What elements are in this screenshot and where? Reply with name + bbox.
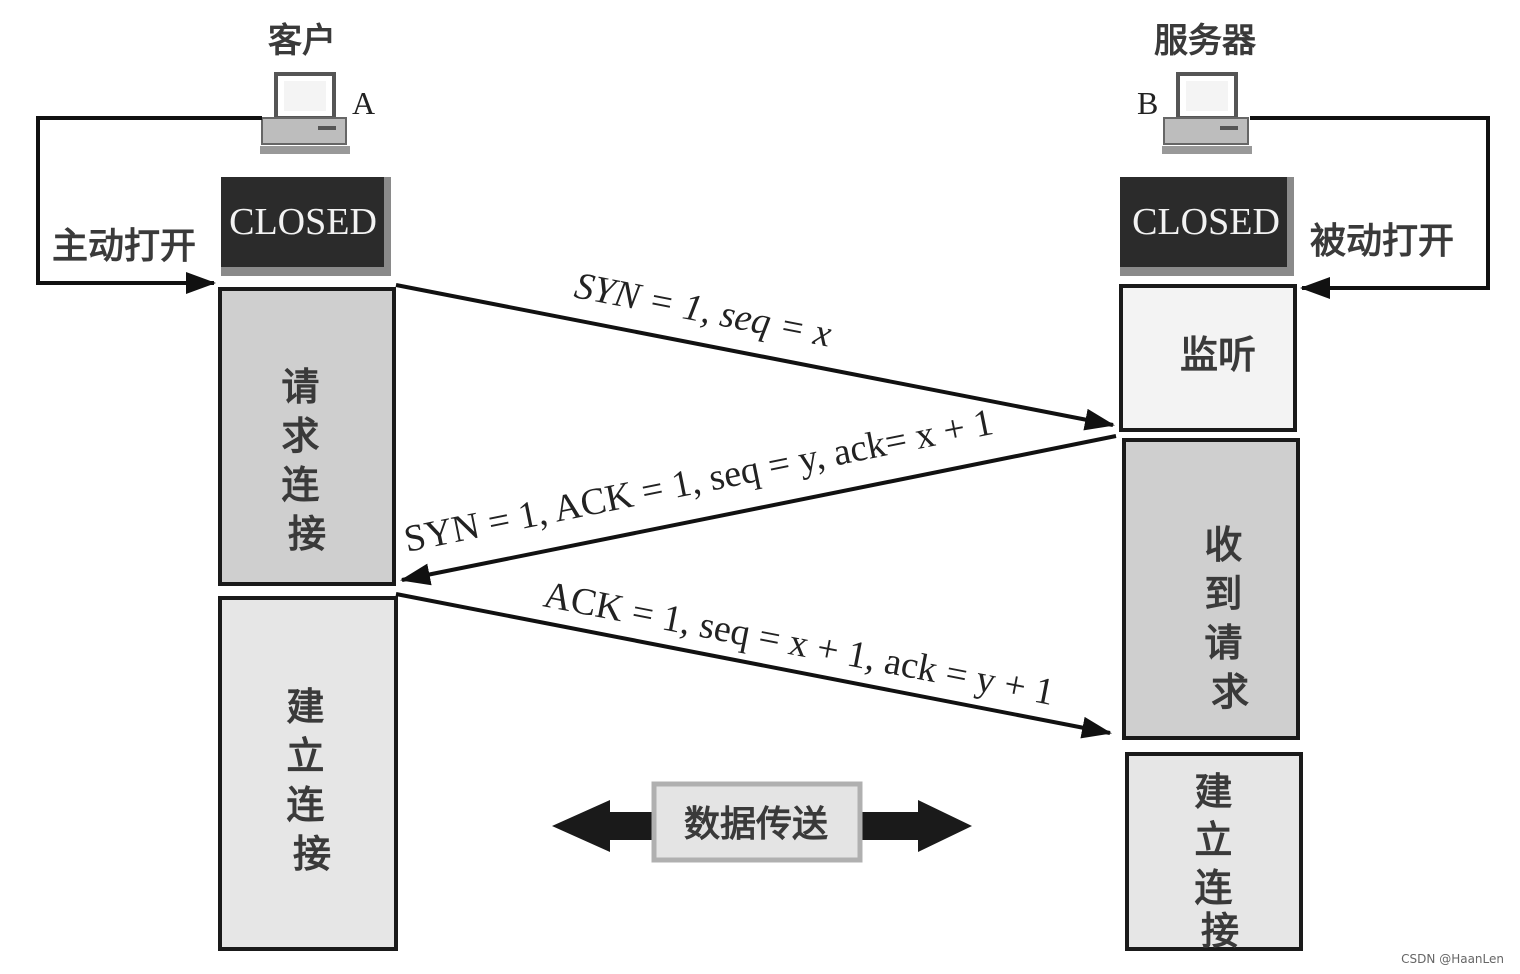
server-received-char: 收 bbox=[1204, 523, 1242, 567]
server-title: 服务器 bbox=[1154, 21, 1257, 61]
data-transfer-arrow: 数据传送 bbox=[552, 781, 972, 863]
client-request-char: 连 bbox=[281, 463, 319, 507]
client-request-box: 请 求 连 接 bbox=[218, 287, 396, 586]
server-received-char: 请 bbox=[1204, 621, 1242, 665]
client-action-label: 主动打开 bbox=[52, 226, 196, 267]
client-request-label: 请 求 连 接 bbox=[281, 365, 332, 556]
server-state-label: CLOSED bbox=[1132, 201, 1280, 243]
client-letter: A bbox=[352, 85, 375, 121]
syn-message-label: SYN = 1, seq = x bbox=[571, 265, 835, 356]
ack-arrow bbox=[395, 592, 1112, 739]
data-transfer-label: 数据传送 bbox=[684, 804, 828, 845]
client-state-label: CLOSED bbox=[229, 201, 377, 243]
server-established-char: 立 bbox=[1194, 818, 1232, 862]
synack-message-label: SYN = 1, ACK = 1, seq = y, ack= x + 1 bbox=[400, 401, 996, 561]
server-established-char: 接 bbox=[1201, 909, 1239, 953]
server-received-label: 收 到 请 求 bbox=[1204, 523, 1255, 714]
server-established-char: 建 bbox=[1194, 770, 1232, 814]
server-listen-box: 监听 bbox=[1119, 284, 1297, 432]
synack-arrow bbox=[400, 434, 1117, 586]
client-established-char: 建 bbox=[286, 685, 324, 729]
client-closed-box: CLOSED bbox=[221, 177, 391, 276]
client-established-label: 建 立 连 接 bbox=[286, 685, 337, 876]
server-listen-label: 监听 bbox=[1180, 333, 1256, 377]
client-request-char: 接 bbox=[288, 512, 326, 556]
server-closed-box: CLOSED bbox=[1120, 177, 1294, 276]
client-established-char: 立 bbox=[286, 734, 324, 778]
client-request-char: 求 bbox=[281, 414, 319, 458]
syn-arrow bbox=[395, 283, 1115, 431]
server-action-label: 被动打开 bbox=[1310, 221, 1454, 262]
client-title: 客户 bbox=[268, 21, 336, 61]
client-established-box: 建 立 连 接 bbox=[218, 596, 398, 951]
watermark: CSDN @HaanLen bbox=[1401, 952, 1504, 966]
server-established-char: 连 bbox=[1194, 866, 1232, 910]
client-established-char: 接 bbox=[293, 832, 331, 876]
server-computer-icon bbox=[1162, 72, 1252, 154]
client-open-loop-arrow bbox=[36, 116, 262, 294]
server-established-box: 建 立 连 接 bbox=[1125, 752, 1303, 953]
client-computer-icon bbox=[260, 72, 350, 154]
server-letter: B bbox=[1137, 85, 1158, 121]
server-received-box: 收 到 请 求 bbox=[1122, 438, 1300, 740]
server-received-char: 到 bbox=[1204, 572, 1242, 616]
client-established-char: 连 bbox=[286, 783, 324, 827]
ack-message-label: ACK = 1, seq = x + 1, ack = y + 1 bbox=[540, 574, 1057, 714]
server-received-char: 求 bbox=[1211, 670, 1249, 714]
server-established-label: 建 立 连 接 bbox=[1194, 770, 1245, 953]
server-open-loop-arrow bbox=[1250, 116, 1490, 299]
client-request-char: 请 bbox=[281, 365, 319, 409]
